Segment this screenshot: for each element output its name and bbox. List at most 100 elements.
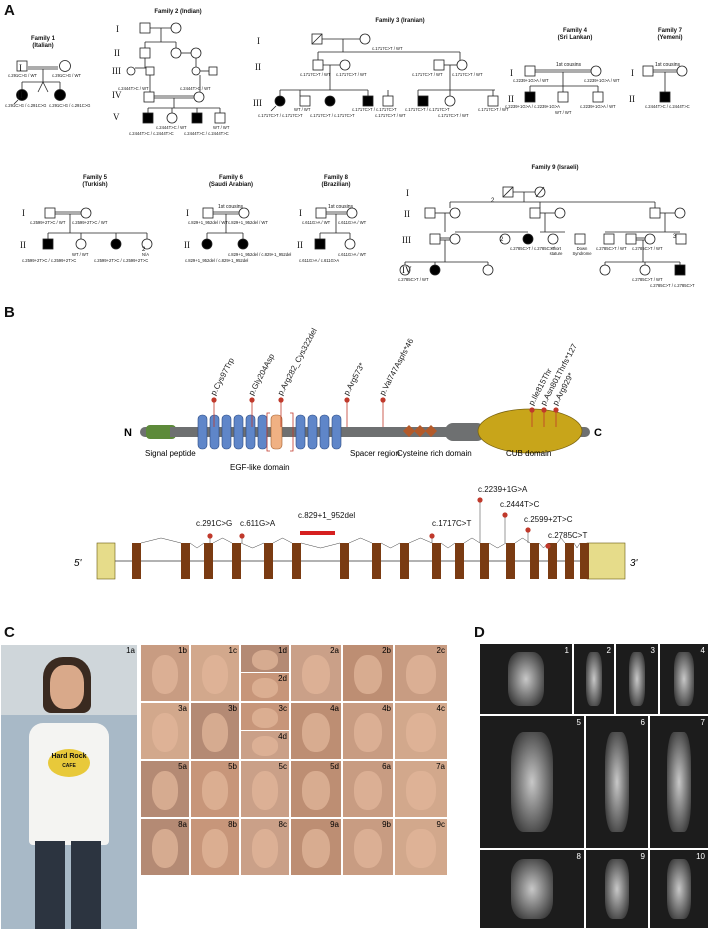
f7-ii1-genotype: c.2444T>C / c.2444T>C [645,104,690,109]
patient-photo-8c: 8c [240,818,290,876]
gene-variant-label: c.611G>A [240,519,276,528]
f3-ii4-genotype: c.1717C>T / WT [452,72,483,77]
gene-variant-dot [545,543,551,549]
gene-variant-label: c.829+1_952del [298,511,355,520]
f5-gen-i: I [22,208,25,218]
photo-label-5c: 5c [278,762,287,771]
f2-v2-genotype: c.2444T>C / WT [156,125,187,130]
patient-photo-3c: 3c [240,702,290,732]
spacer-region-label: Spacer region [350,449,400,458]
f6-cousins: 1st cousins [218,204,244,210]
exon [204,543,213,579]
photo-label-2c: 2c [436,646,445,655]
f1-gen-ii: II [17,90,23,100]
family-8-title: Family 8(Brazilian) [321,175,351,188]
f8-i2-genotype: c.611G>A / WT [338,220,367,225]
f6-gen-i: I [186,208,189,218]
xray-image-8: 8 [480,850,584,928]
gene-variant-dot [502,512,508,518]
family-4-title: Family 4(Sri Lankan) [557,28,593,41]
gene-variant-label: c.2239+1G>A [478,485,528,494]
f2-gen-v: V [113,112,120,122]
f9-gen-iii: III [402,235,411,245]
f7-cousins: 1st cousins [655,62,681,68]
f4-cousins: 1st cousins [556,62,582,68]
family-6-pedigree [201,207,250,250]
f3-iii1-genotype: c.1717C>T / c.1717C>T [258,113,303,118]
pedigree-panel: 2 2 2 3 [13,22,688,276]
patient-photo-2c: 2c [394,644,448,702]
xray-label-2: 2 [606,646,611,655]
patient-photo-1c: 1c [190,644,240,702]
f3-ii1-genotype: c.1717C>T / WT [300,72,331,77]
f2-gen-iii: III [112,66,121,76]
three-prime-label: 3' [630,558,639,569]
photo-label-5a: 5a [178,762,187,771]
f9-count-2b: 2 [500,237,504,243]
gene-variant-label: c.2444T>C [500,500,540,509]
photo-label-9a: 9a [330,820,339,829]
photo-label-3a: 3a [178,704,187,713]
n-terminus-label: N [124,427,132,439]
patient-photo-4a: 4a [290,702,342,760]
patient-photo-8b: 8b [190,818,240,876]
shirt-logo-subtext: CAFE [62,763,76,769]
f8-gen-i: I [299,208,302,218]
xray-label-7: 7 [700,718,705,727]
f3-gen-i: I [257,36,260,46]
family-2-title: Family 2 (Indian) [154,9,202,15]
f5-count-2: 2 [142,247,146,253]
exon [580,543,589,579]
f3-iii4-genotype: c.1717C>T / c.1717C>T [352,107,397,112]
patient-photo-2d: 2d [240,672,290,702]
protein-mutation-label: p.Val747Aspfs*46 [378,337,416,397]
f9-iii9-genotype: c.2785C>T / WT [596,246,627,251]
f9-count-2a: 2 [491,198,495,204]
xray-image-3: 3 [616,644,658,714]
f2-v4-genotype: WT / WT [213,125,230,130]
exon [455,543,464,579]
f9-count-3: 3 [673,234,677,240]
f6-ii1-genotype: c.829+1_952del / c.829+1_952del [185,258,249,263]
patient-photo-5b: 5b [190,760,240,818]
f5-ii1-genotype: c.2599+2T>C / c.2599+2T>C [22,258,77,263]
f5-i1-genotype: c.2599+2T>C / WT [30,220,66,225]
patient-photo-1a: Hard Rock CAFE 1a [0,644,138,930]
protein-mutation-label: p.Arg573* [342,361,367,397]
exon [264,543,273,579]
five-prime-label: 5' [74,558,83,569]
exon [400,543,409,579]
family-4-pedigree [524,65,604,103]
patient-photo-1d: 1d [240,644,290,674]
f3-iii2-genotype: WT / WT [294,107,311,112]
f9-iii10-genotype: c.2785C>T / WT [632,246,663,251]
gene-variant-dot [429,533,435,539]
exon [530,543,539,579]
photo-label-1b: 1b [178,646,187,655]
family-9-pedigree [399,186,687,276]
exon [232,543,241,579]
exon [506,543,515,579]
photo-label-3b: 3b [228,704,237,713]
cub-domain [477,408,583,454]
family-8-pedigree [314,207,358,250]
gene-variant-label: c.291C>G [196,519,232,528]
f5-ii3-genotype: c.2599+2T>C / c.2599+2T>C [94,258,149,263]
f3-i2-genotype: c.1717C>T / WT [372,46,403,51]
f1-parent1-genotype: c.291C>G / WT [8,73,37,78]
patient-photo-9a: 9a [290,818,342,876]
family-6-title: Family 6(Saudi Arabian) [208,175,254,188]
xray-image-2: 2 [574,644,614,714]
f9-iv1-genotype: c.2785C>T / WT [398,277,429,282]
f6-ii2-genotype: c.829+1_952del / c.829+1_952del [228,252,292,257]
protein-mutation-dot [211,397,217,403]
gene-variant-dot [207,533,213,539]
patient-photo-9b: 9b [342,818,394,876]
cub-domain-label: CUB domain [506,449,551,458]
f1-parent2-genotype: c.291C>G / WT [52,73,81,78]
f7-gen-i: I [631,68,634,78]
f3-iii6-genotype: c.1717C>T / c.1717C>T [405,107,450,112]
exon [292,543,301,579]
f1-child3-genotype: c.291C>G / c.291C>G [49,103,91,108]
